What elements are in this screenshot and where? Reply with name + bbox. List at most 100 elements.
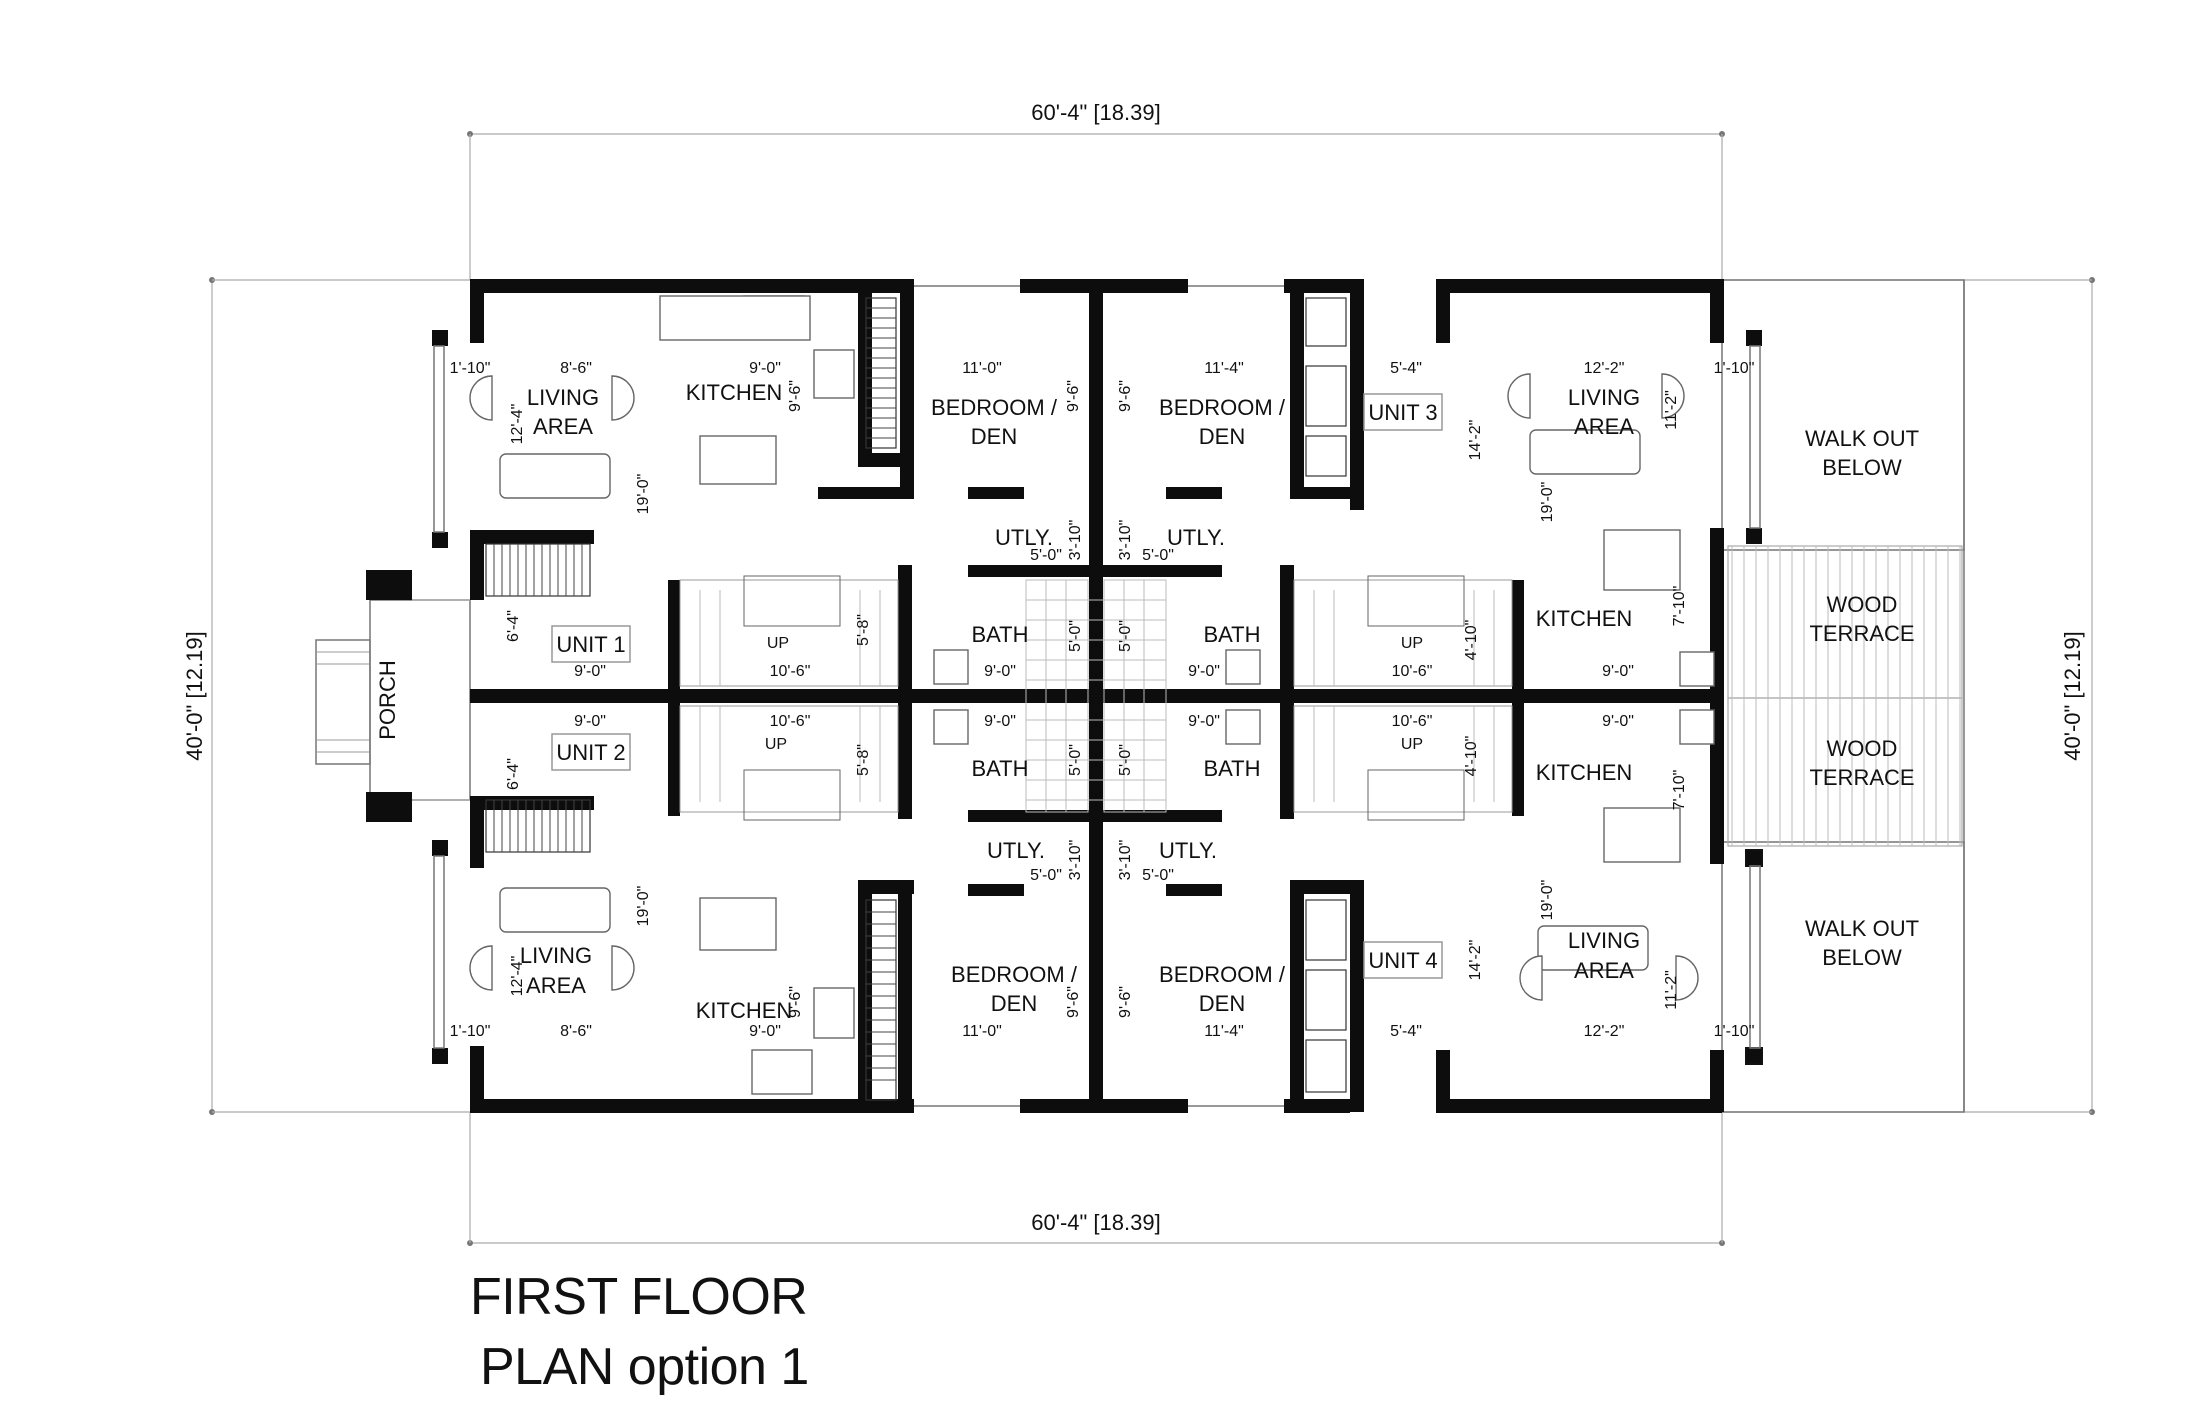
svg-text:10'-6": 10'-6" <box>1392 713 1433 730</box>
unit-4-label: UNIT 4 <box>1368 948 1437 973</box>
svg-text:9'-0": 9'-0" <box>1602 663 1634 680</box>
shower-tiles <box>1025 579 1167 813</box>
exterior-decks <box>1721 279 1965 1113</box>
room-bath-4: BATH <box>1203 756 1260 781</box>
stair-up-3: UP <box>1401 635 1423 652</box>
stair-up-2: UP <box>765 736 787 753</box>
svg-text:1'-10": 1'-10" <box>450 360 491 377</box>
svg-text:6'-4": 6'-4" <box>505 610 522 642</box>
dim-right-overall: 40'-0" [12.19] <box>2060 631 2085 760</box>
svg-text:5'-4": 5'-4" <box>1390 360 1422 377</box>
room-area-1: AREA <box>533 414 593 439</box>
overall-dimension-lines <box>209 131 2095 1246</box>
room-bedroom-3: BEDROOM / <box>951 962 1078 987</box>
room-bedroom-2: BEDROOM / <box>1159 395 1286 420</box>
room-living-1: LIVING <box>527 385 599 410</box>
svg-text:3'-10": 3'-10" <box>1067 520 1084 561</box>
svg-text:12'-4": 12'-4" <box>509 956 526 997</box>
svg-text:9'-6": 9'-6" <box>1065 986 1082 1018</box>
svg-text:12'-2": 12'-2" <box>1584 1023 1625 1040</box>
exterior-walls <box>432 279 1763 1113</box>
room-living-3: LIVING <box>1568 385 1640 410</box>
svg-text:9'-6": 9'-6" <box>787 986 804 1018</box>
unit-2-label: UNIT 2 <box>556 740 625 765</box>
svg-text:19'-0": 19'-0" <box>635 886 652 927</box>
room-bedroom-1: BEDROOM / <box>931 395 1058 420</box>
svg-text:14'-2": 14'-2" <box>1467 940 1484 981</box>
room-den-2: DEN <box>1199 424 1245 449</box>
walk-out-top-1: WALK OUT <box>1805 426 1919 451</box>
below-top: BELOW <box>1822 455 1902 480</box>
dim-left-overall: 40'-0" [12.19] <box>182 631 207 760</box>
svg-text:9'-6": 9'-6" <box>1117 986 1134 1018</box>
room-den-3: DEN <box>991 991 1037 1016</box>
interior-walls <box>470 279 1724 1113</box>
svg-text:12'-2": 12'-2" <box>1584 360 1625 377</box>
svg-text:9'-0": 9'-0" <box>984 713 1016 730</box>
svg-text:5'-4": 5'-4" <box>1390 1023 1422 1040</box>
svg-text:3'-10": 3'-10" <box>1117 520 1134 561</box>
svg-text:8'-6": 8'-6" <box>560 360 592 377</box>
svg-text:1'-10": 1'-10" <box>1714 360 1755 377</box>
svg-text:5'-0": 5'-0" <box>1030 547 1062 564</box>
svg-text:7'-10": 7'-10" <box>1671 586 1688 627</box>
room-living-2: LIVING <box>520 943 592 968</box>
stair-up-4: UP <box>1401 736 1423 753</box>
dim-bottom-overall: 60'-4" [18.39] <box>1031 1210 1160 1235</box>
svg-text:9'-0": 9'-0" <box>984 663 1016 680</box>
unit-3-label: UNIT 3 <box>1368 400 1437 425</box>
room-dimensions: 1'-10" 8'-6" 9'-0" 9'-6" 12'-4" 19'-0" 1… <box>450 360 1755 1040</box>
svg-text:3'-10": 3'-10" <box>1117 840 1134 881</box>
room-kitchen-4: KITCHEN <box>696 998 793 1023</box>
svg-text:9'-6": 9'-6" <box>1117 380 1134 412</box>
room-kitchen-2: KITCHEN <box>1536 606 1633 631</box>
svg-text:11'-0": 11'-0" <box>962 360 1002 377</box>
svg-text:10'-6": 10'-6" <box>770 663 811 680</box>
svg-text:11'-2": 11'-2" <box>1663 390 1680 430</box>
svg-text:5'-0": 5'-0" <box>1142 867 1174 884</box>
room-utly-4: UTLY. <box>1159 838 1217 863</box>
room-utly-3: UTLY. <box>987 838 1045 863</box>
svg-text:1'-10": 1'-10" <box>450 1023 491 1040</box>
svg-text:12'-4": 12'-4" <box>509 404 526 445</box>
svg-text:1'-10": 1'-10" <box>1714 1023 1755 1040</box>
drawing-title: FIRST FLOOR PLAN option 1 <box>470 1262 809 1402</box>
svg-text:6'-4": 6'-4" <box>505 758 522 790</box>
svg-text:3'-10": 3'-10" <box>1067 840 1084 881</box>
svg-text:19'-0": 19'-0" <box>1539 482 1556 523</box>
svg-text:9'-0": 9'-0" <box>574 663 606 680</box>
wood-terrace-top-1: WOOD <box>1827 592 1898 617</box>
svg-text:9'-0": 9'-0" <box>574 713 606 730</box>
room-area-3: AREA <box>1574 414 1634 439</box>
svg-text:5'-0": 5'-0" <box>1067 744 1084 776</box>
room-utly-1: UTLY. <box>995 525 1053 550</box>
hatched-closets <box>485 297 1347 1101</box>
room-bath-2: BATH <box>1203 622 1260 647</box>
svg-text:5'-0": 5'-0" <box>1142 547 1174 564</box>
stair-up-1: UP <box>767 635 789 652</box>
svg-text:4'-10": 4'-10" <box>1463 736 1480 777</box>
svg-text:9'-6": 9'-6" <box>787 380 804 412</box>
svg-text:7'-10": 7'-10" <box>1671 770 1688 811</box>
svg-text:10'-6": 10'-6" <box>770 713 811 730</box>
windows <box>433 285 1761 1107</box>
svg-text:4'-10": 4'-10" <box>1463 620 1480 661</box>
svg-text:9'-0": 9'-0" <box>749 360 781 377</box>
room-bath-1: BATH <box>971 622 1028 647</box>
svg-text:5'-0": 5'-0" <box>1117 744 1134 776</box>
svg-text:9'-0": 9'-0" <box>1188 663 1220 680</box>
svg-text:11'-0": 11'-0" <box>962 1023 1002 1040</box>
svg-text:8'-6": 8'-6" <box>560 1023 592 1040</box>
unit-1-label: UNIT 1 <box>556 632 625 657</box>
wood-terrace-bottom-2: TERRACE <box>1809 765 1914 790</box>
porch-label: PORCH <box>375 660 400 739</box>
svg-text:5'-0": 5'-0" <box>1030 867 1062 884</box>
stairs <box>679 575 1513 821</box>
svg-text:9'-0": 9'-0" <box>749 1023 781 1040</box>
room-den-4: DEN <box>1199 991 1245 1016</box>
below-bottom: BELOW <box>1822 945 1902 970</box>
room-area-2: AREA <box>526 973 586 998</box>
title-line-2: PLAN option 1 <box>480 1338 809 1396</box>
wood-terrace-decking <box>1727 545 1963 847</box>
room-bedroom-4: BEDROOM / <box>1159 962 1286 987</box>
